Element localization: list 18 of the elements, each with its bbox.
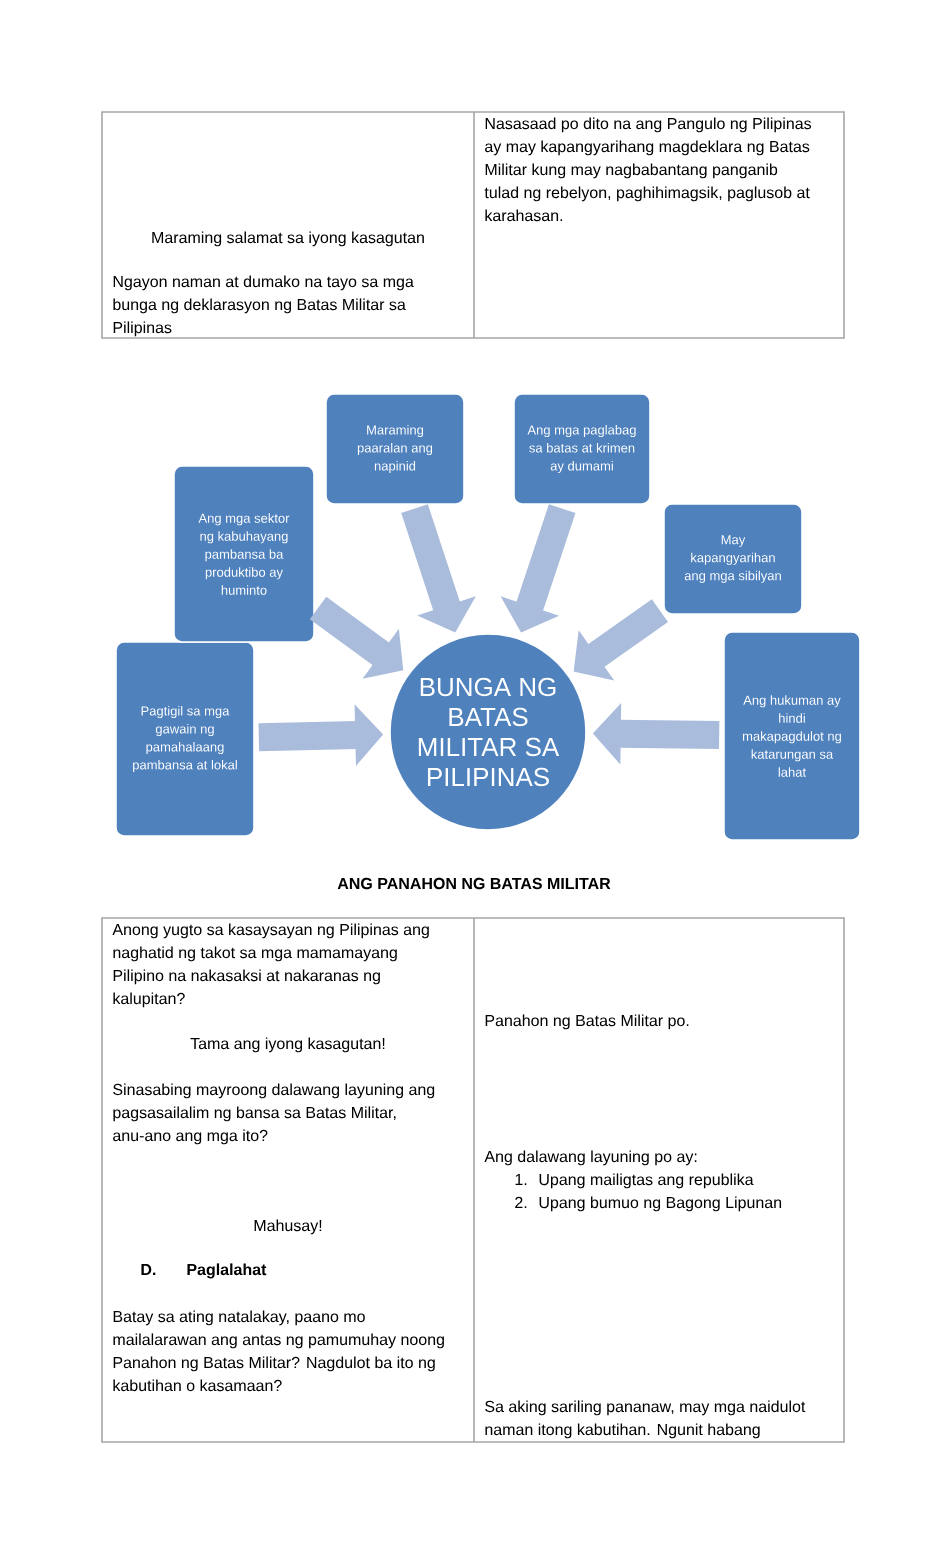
list-item: Upang mailigtas ang republika (539, 1173, 754, 1189)
feedback-text: Tama ang iyong kasagutan! (190, 1037, 385, 1053)
feedback-text: Mahusay! (254, 1219, 322, 1235)
question-text: Batay sa ating natalakay, paano mo mailalarawan ang antas ng pamumuhay noong Panahon ng Batas Militar? Nagdulot ba ito ng kabutihan o kasamaan? (113, 1310, 444, 1392)
list-item: Upang bumuo ng Bagong Lipunan (539, 1196, 782, 1212)
answer-text: Panahon ng Batas Militar po. (485, 1014, 689, 1030)
answer-text: Sa aking sariling pananaw, may mga naidulot naman itong kabutihan. Ngunit habang (485, 1400, 806, 1439)
instruction-text: Ngayon naman at dumako na tayo sa mga bunga ng deklarasyon ng Batas Militar sa Pilipinas (113, 275, 414, 337)
list-letter: D. (141, 1264, 156, 1275)
question-text: Anong yugto sa kasaysayan ng Pilipinas ang naghatid ng takot sa mga mamamayang Pilipino na nakasaksi at nakaranas ng kalupitan? (112, 923, 429, 1008)
section-heading: ANG PANAHON NG BATAS MILITAR (337, 877, 611, 890)
list-number: 2. (515, 1196, 527, 1208)
list-heading: Paglalahat (187, 1263, 267, 1279)
answer-text: Nasasaad po dito na ang Pangulo ng Pilipinas ay may kapangyarihang magdeklara ng Batas Militar kung may nagbabantang panganib tulad ng rebelyon, paghihimagsik, paglusob at karahasan. (484, 117, 812, 222)
list-number: 1. (515, 1174, 527, 1185)
question-text: Sinasabing mayroong dalawang layuning ang pagsasailalim ng bansa sa Batas Militar, anu-ano ang mga ito? (113, 1083, 435, 1145)
answer-text: Ang dalawang layuning po ay: (484, 1150, 697, 1166)
feedback-text: Maraming salamat sa iyong kasagutan (152, 231, 424, 247)
